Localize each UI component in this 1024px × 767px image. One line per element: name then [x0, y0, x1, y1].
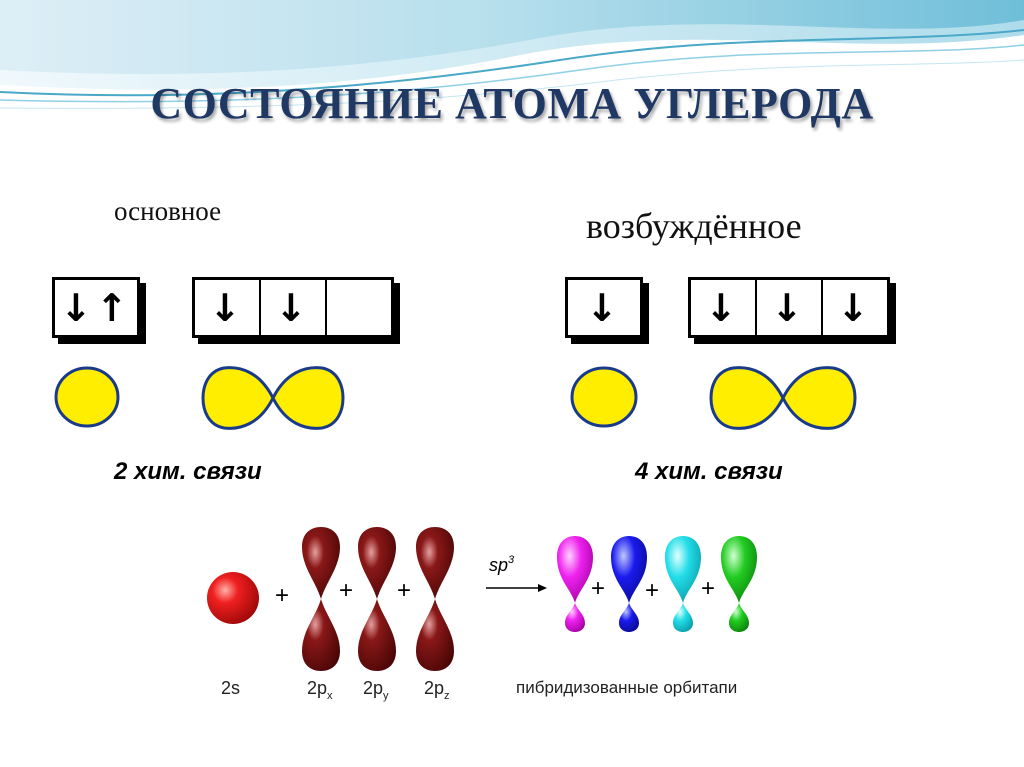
excited-p-cell: ↓	[837, 285, 873, 330]
excited-p-orbital-boxes: ↓ ↓ ↓	[688, 277, 890, 338]
excited-state-label: возбуждённое	[586, 206, 802, 246]
excited-s-cell: ↓	[586, 285, 622, 330]
page-title: СОСТОЯНИЕ АТОМА УГЛЕРОДА	[150, 79, 874, 128]
excited-bonds-label: 4 хим. связи	[635, 458, 783, 485]
ground-p-cell	[327, 280, 391, 335]
header-wave-decoration	[0, 0, 1024, 109]
py-orbital	[358, 527, 396, 671]
hybrid-orbital-3	[665, 536, 701, 632]
excited-p-orbital	[709, 366, 857, 430]
hybrid-orbital-2	[611, 536, 647, 632]
ground-s-orbital-box: ↓↑	[52, 277, 140, 338]
excited-p-cell: ↓	[691, 280, 757, 335]
label-2px: 2px	[307, 678, 333, 702]
hybrid-orbital-1	[557, 536, 593, 632]
excited-p-cell: ↓	[757, 280, 823, 335]
ground-p-orbital	[201, 366, 345, 430]
plus-sign: +	[645, 577, 660, 604]
plus-sign: +	[591, 575, 606, 602]
hybrid-orbital-4	[721, 536, 757, 632]
hybridization-diagram: + + + + + + sp3 2s 2px 2py 2pz пибридизо…	[183, 527, 818, 713]
plus-sign: +	[701, 575, 716, 602]
px-orbital	[302, 527, 340, 671]
ground-s-orbital	[54, 366, 120, 428]
excited-s-orbital	[570, 366, 638, 428]
s-orbital-sphere	[207, 572, 259, 624]
ground-s-cell: ↓↑	[60, 285, 132, 330]
ground-bonds-label: 2 хим. связи	[114, 458, 262, 485]
ground-p-orbital-boxes: ↓ ↓	[192, 277, 394, 338]
ground-state-label: основное	[114, 196, 222, 226]
label-2py: 2py	[363, 678, 389, 702]
label-2s: 2s	[221, 678, 241, 698]
plus-sign: +	[275, 582, 290, 609]
sp3-arrow-label: sp3	[489, 554, 515, 575]
pz-orbital	[416, 527, 454, 671]
label-2pz: 2pz	[424, 678, 450, 702]
plus-sign: +	[339, 577, 354, 604]
excited-s-orbital-box: ↓	[565, 277, 643, 338]
ground-p-cell: ↓	[195, 280, 261, 335]
plus-sign: +	[397, 577, 412, 604]
ground-p-cell: ↓	[261, 280, 327, 335]
label-hybrid-orbitals: пибридизованные орбитапи	[516, 678, 738, 697]
